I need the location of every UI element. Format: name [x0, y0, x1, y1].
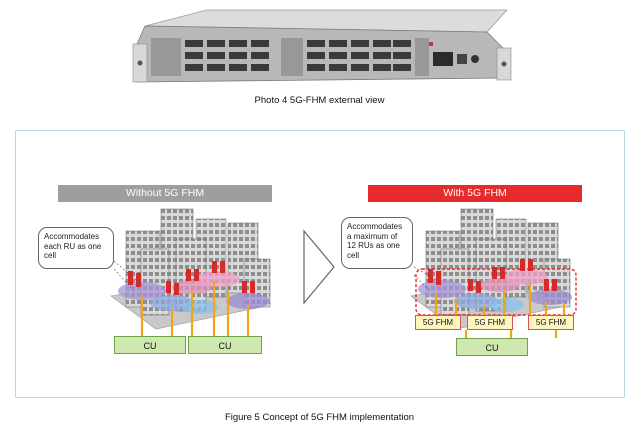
figure-caption: Figure 5 Concept of 5G FHM implementatio…	[224, 412, 415, 423]
photo-caption: Photo 4 5G-FHM external view	[254, 95, 385, 106]
figure-frame: Without 5G FHM With 5G FHM Accommodates …	[15, 130, 625, 398]
right-cu-box: CU	[456, 338, 528, 356]
right-city-scene	[410, 208, 577, 338]
fhm-box-2: 5G FHM	[467, 315, 513, 330]
transition-arrow	[303, 229, 335, 305]
with-fhm-banner: With 5G FHM	[368, 185, 582, 202]
device-photo	[132, 9, 512, 83]
left-cu-box-1: CU	[114, 336, 186, 354]
left-cu-box-2: CU	[188, 336, 262, 354]
figure-illustration	[110, 208, 577, 338]
without-fhm-banner: Without 5G FHM	[58, 185, 272, 202]
fhm-box-3: 5G FHM	[528, 315, 574, 330]
fhm-box-1: 5G FHM	[415, 315, 461, 330]
right-callout: Accommodates a maximum of 12 RUs as one …	[341, 217, 413, 269]
left-callout: Accommodates each RU as one cell	[38, 227, 114, 269]
left-city-scene	[110, 208, 271, 336]
